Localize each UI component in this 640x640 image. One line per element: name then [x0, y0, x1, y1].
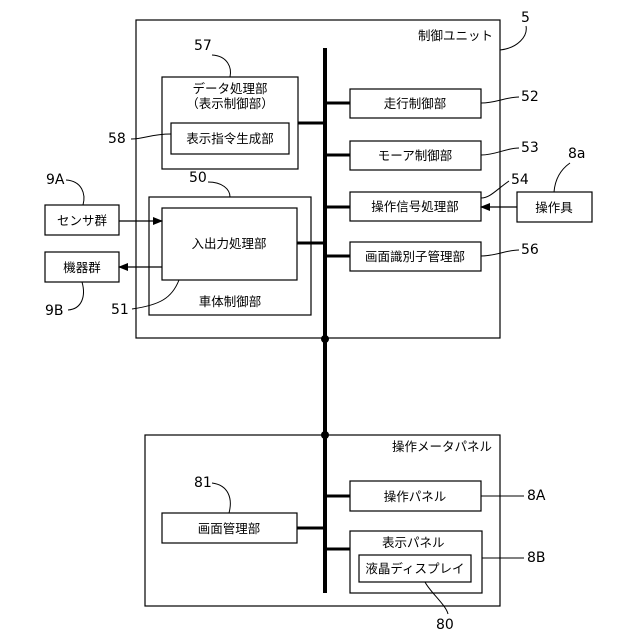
- operator-tool-leader: [554, 163, 570, 192]
- io-processing-ref: 51: [111, 302, 129, 318]
- data-processing-label-2: （表示制御部）: [186, 96, 274, 111]
- bus-junction-bottom: [321, 431, 329, 439]
- travel-control-ref: 52: [521, 89, 539, 105]
- data-processing-leader: [212, 55, 230, 77]
- control-unit-leader: [500, 26, 526, 50]
- display-command-label: 表示指令生成部: [186, 131, 274, 146]
- op-signal-label: 操作信号処理部: [371, 199, 459, 214]
- display-panel-ref: 8B: [527, 550, 546, 566]
- control-unit-title: 制御ユニット: [418, 28, 493, 43]
- screen-id-label: 画面識別子管理部: [365, 249, 465, 264]
- io-processing-label: 入出力処理部: [191, 236, 266, 251]
- display-command-ref: 58: [108, 131, 126, 147]
- screen-management-label: 画面管理部: [198, 521, 261, 536]
- motor-control-ref: 53: [521, 140, 539, 156]
- data-processing-ref: 57: [194, 38, 212, 54]
- display-panel-label: 表示パネル: [382, 535, 445, 550]
- vehicle-control-ref: 50: [189, 170, 207, 186]
- operator-tool-label: 操作具: [535, 200, 573, 215]
- sensor-group-ref: 9A: [46, 172, 65, 188]
- sensor-group-label: センサ群: [57, 213, 108, 228]
- meter-panel-title: 操作メータパネル: [392, 439, 492, 454]
- bus-junction-top: [321, 335, 329, 343]
- vehicle-control-label: 車体制御部: [199, 294, 262, 309]
- lcd-label: 液晶ディスプレイ: [365, 561, 464, 576]
- device-group-ref: 9B: [45, 303, 64, 319]
- screen-management-ref: 81: [194, 475, 212, 491]
- lcd-ref: 80: [436, 617, 454, 633]
- motor-control-label: モーア制御部: [378, 148, 453, 163]
- screen-id-ref: 56: [521, 242, 539, 258]
- op-panel-ref: 8A: [527, 488, 546, 504]
- travel-control-label: 走行制御部: [384, 96, 447, 111]
- data-processing-label-1: データ処理部: [192, 81, 267, 96]
- vehicle-control-leader: [208, 182, 230, 197]
- op-signal-ref: 54: [511, 172, 529, 188]
- screen-management-leader: [212, 483, 230, 513]
- sensor-group-leader: [66, 180, 84, 205]
- device-group-leader: [68, 282, 83, 310]
- device-group-label: 機器群: [63, 260, 101, 275]
- operator-tool-ref: 8a: [568, 146, 586, 162]
- op-panel-label: 操作パネル: [384, 489, 447, 504]
- control-unit-ref: 5: [521, 10, 530, 26]
- op-signal-leader: [481, 181, 509, 198]
